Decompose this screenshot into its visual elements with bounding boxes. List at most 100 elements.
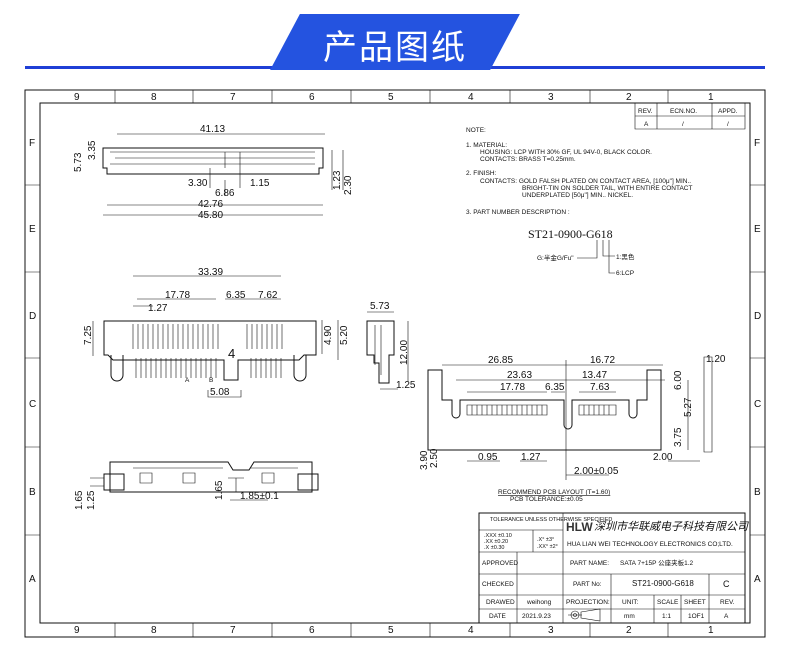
notes: NOTE: 1. MATERIAL: HOUSING: LCP WITH 30%…: [466, 127, 692, 277]
note-2c: UNDERPLATED [50μ"] MIN.. NICKEL.: [522, 192, 633, 199]
outer-frame: [24, 89, 766, 638]
code-g: G:半金G/Fu": [537, 253, 574, 262]
projection-label: PROJECTION:: [566, 599, 610, 606]
note-3: 3. PART NUMBER DESCRIPTION :: [466, 209, 570, 216]
row-label: B: [754, 487, 761, 498]
part-name: SATA 7+15P 公座夹板1.2: [620, 558, 694, 567]
angle-tolerance: .X° ±3°: [537, 537, 554, 543]
dim: 5.27: [683, 397, 694, 417]
dim: 1.25: [396, 380, 416, 391]
dim: 5.20: [339, 325, 350, 345]
dim: 1.65: [74, 490, 85, 510]
ecn-header: ECN.NO.: [670, 108, 697, 115]
col-label: 3: [548, 625, 554, 636]
dim: 17.78: [165, 290, 190, 301]
dim: 1.85±0.1: [240, 491, 279, 502]
sheet-value: 1OF1: [688, 613, 705, 620]
date-label: DATE: [489, 613, 507, 620]
dim: 6.00: [673, 370, 684, 390]
col-label: 8: [151, 92, 157, 103]
row-label: B: [29, 487, 36, 498]
dim: 41.13: [200, 124, 225, 135]
bottom-view: 1.65 1.25 1.65 1.85±0.1: [74, 461, 319, 510]
dim: 26.85: [488, 355, 513, 366]
key-label: 4: [228, 346, 235, 361]
drawing-size: C: [723, 579, 730, 589]
dim: 16.72: [590, 355, 615, 366]
col-label: 6: [309, 92, 315, 103]
notes-title: NOTE:: [466, 127, 486, 134]
note-2a: CONTACTS: GOLD FALSH PLATED ON CONTACT A…: [480, 178, 691, 185]
dim: 3.90: [419, 450, 430, 470]
title-block: TOLERANCE UNLESS OTHERWISE SPECIFIED .XX…: [478, 512, 749, 624]
appd-header: APPD.: [718, 108, 738, 115]
banner: 产品图纸: [0, 0, 790, 80]
dim: 13.47: [582, 370, 607, 381]
front-view: 33.39 17.78 6.35 7.62 1.27 7.25 4.90 5.2…: [83, 267, 350, 398]
dim: 1.23: [332, 170, 343, 190]
rev-header: REV.: [638, 108, 653, 115]
row-label: A: [29, 574, 36, 585]
row-label: E: [29, 224, 36, 235]
row-label: D: [754, 311, 761, 322]
drawed-label: DRAWED: [486, 599, 515, 606]
dim: 6.86: [215, 188, 235, 199]
banner-title: 产品图纸: [323, 28, 467, 68]
dim: 2.00±0.05: [574, 466, 619, 477]
dim: 3.35: [87, 140, 98, 160]
approved-label: APPROVED: [482, 560, 518, 567]
dim: 0.95: [478, 452, 498, 463]
dim: 7.62: [258, 290, 278, 301]
dim: 3.75: [673, 427, 684, 447]
col-label: 5: [388, 92, 394, 103]
col-label: 1: [708, 625, 714, 636]
section-label-a: A: [185, 377, 190, 384]
appd-value: /: [727, 121, 729, 128]
dim: 6.35: [545, 382, 565, 393]
pcb-layout: 26.85 16.72 23.63 13.47 17.78 6.35 7.63 …: [419, 354, 726, 503]
row-label: D: [29, 311, 36, 322]
note-1b: CONTACTS: BRASS T=0.25mm.: [480, 156, 576, 163]
col-label: 4: [468, 92, 474, 103]
dim: 23.63: [507, 370, 532, 381]
col-label: 8: [151, 625, 157, 636]
pcb-tolerance: PCB TOLERANCE:±0.05: [510, 496, 583, 503]
ecn-value: /: [682, 121, 684, 128]
col-label: 9: [74, 92, 80, 103]
rev-value: A: [644, 121, 649, 128]
dim: 12.00: [399, 340, 410, 365]
tolerance-line: .XXX ±0.10: [484, 533, 512, 539]
dim: 1.25: [86, 490, 97, 510]
column-labels-top: 9 8 7 6 5 4 3 2 1: [74, 92, 714, 103]
rev-value: A: [724, 613, 729, 620]
col-label: 7: [230, 625, 236, 636]
company-name-en: HUA LIAN WEI TECHNOLOGY ELECTRONICS CO;L…: [567, 541, 733, 548]
dim: 2.50: [429, 448, 440, 468]
dim: 4.90: [323, 325, 334, 345]
col-label: 1: [708, 92, 714, 103]
dim: 45.80: [198, 210, 223, 221]
drawed-by: weihong: [526, 599, 552, 606]
dim: 1.20: [706, 354, 726, 365]
col-label: 4: [468, 625, 474, 636]
part-no: ST21-0900-G618: [632, 579, 694, 588]
company-name-cn: 深圳市华联威电子科技有限公司: [594, 520, 749, 533]
row-label: E: [754, 224, 761, 235]
row-label: A: [754, 574, 761, 585]
col-label: 5: [388, 625, 394, 636]
col-label: 2: [626, 92, 632, 103]
checked-label: CHECKED: [482, 581, 514, 588]
date-value: 2021.9.23: [522, 613, 551, 620]
company-logo: HLW: [566, 520, 593, 534]
dim: 7.25: [83, 325, 94, 345]
code-6: 6:LCP: [616, 270, 634, 277]
col-label: 2: [626, 625, 632, 636]
dim: 2.00: [653, 452, 673, 463]
note-1a: HOUSING: LCP WITH 30% GF, UL 94V-0, BLAC…: [480, 149, 652, 156]
col-label: 7: [230, 92, 236, 103]
angle-tolerance: .XX° ±2°: [537, 544, 558, 550]
sheet-label: SHEET: [684, 599, 706, 606]
scale-label: SCALE: [657, 599, 679, 606]
dim: 1.65: [214, 480, 225, 500]
